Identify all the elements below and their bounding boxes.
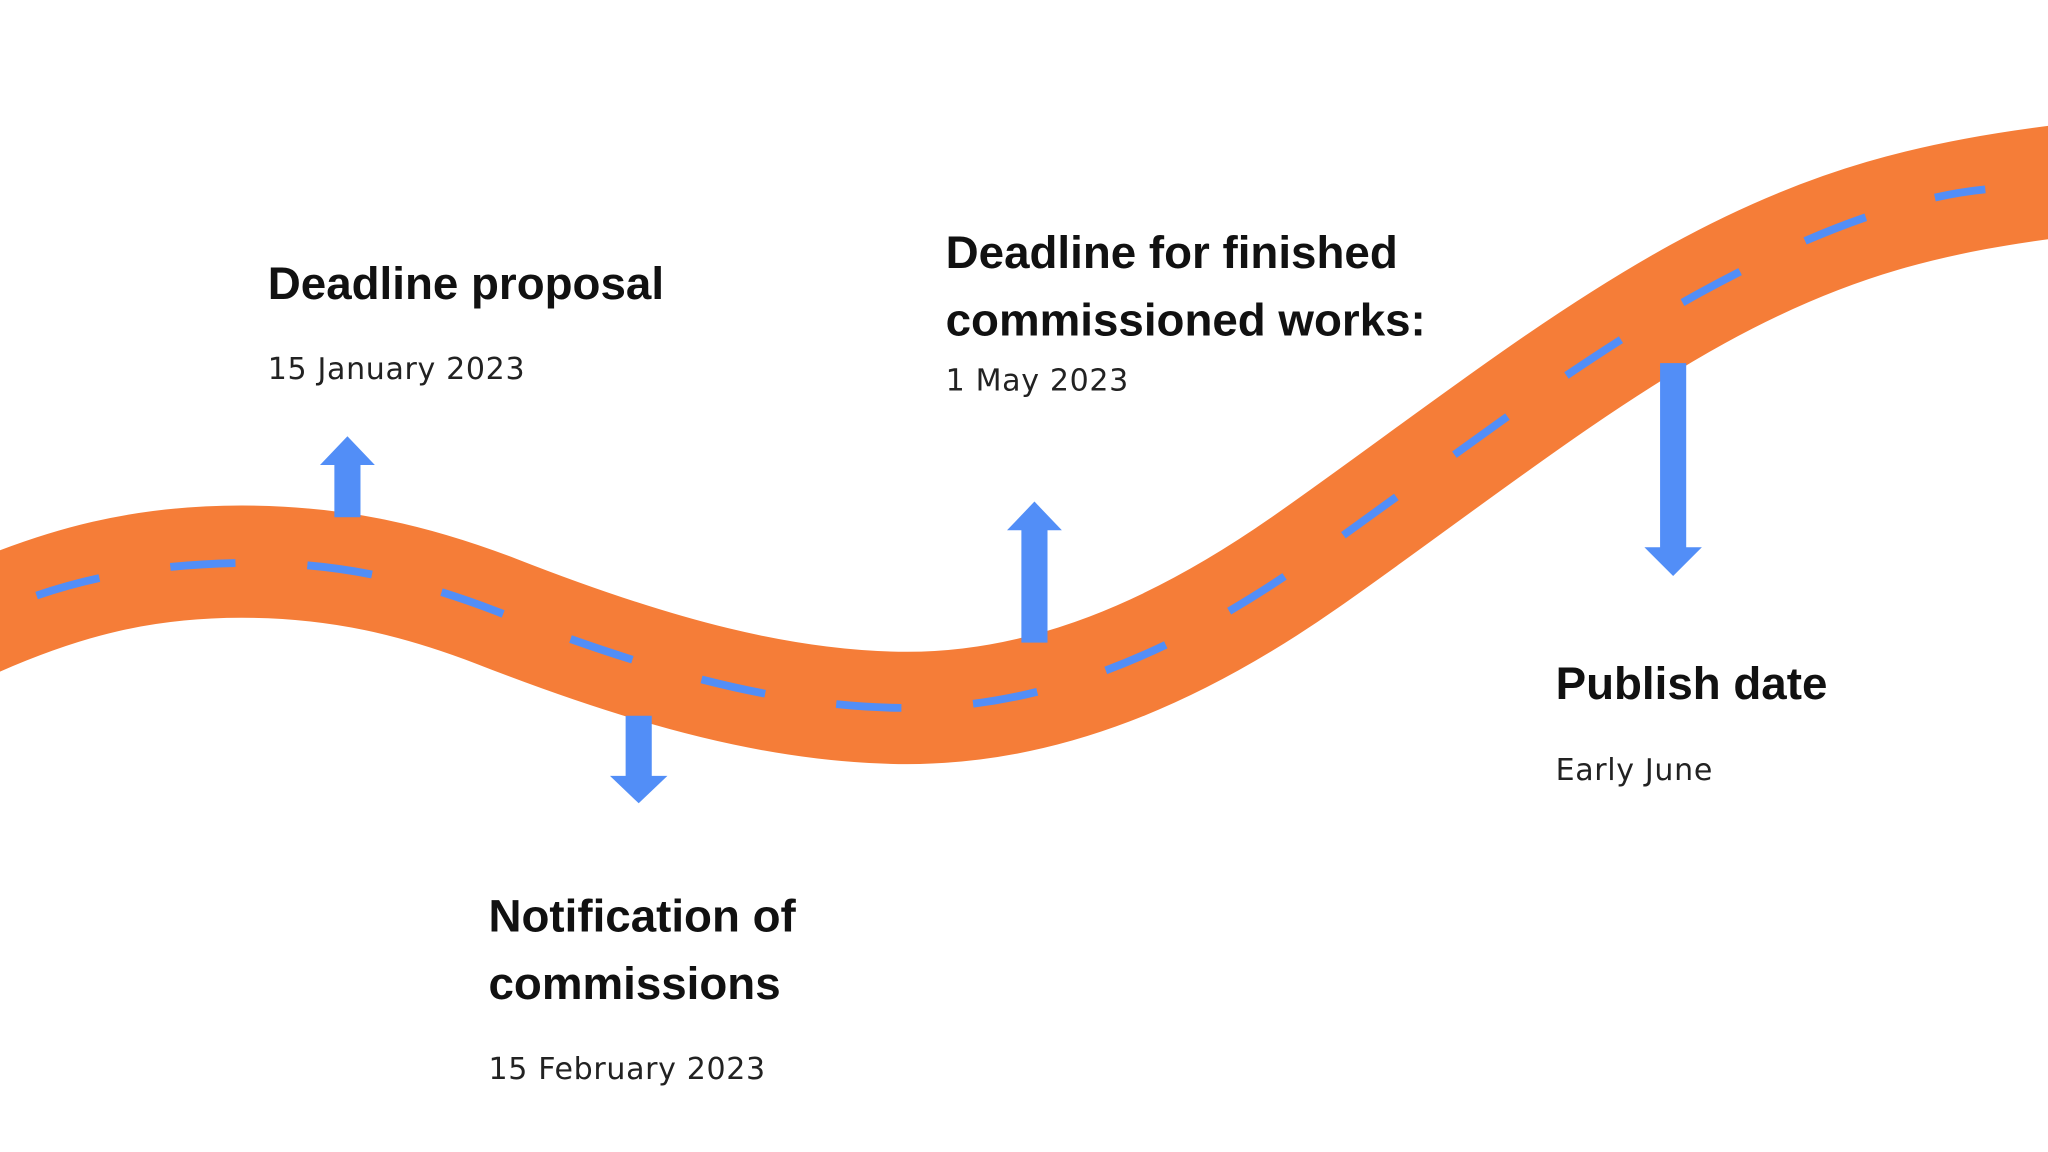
- milestone-title: Deadline proposal: [267, 258, 665, 310]
- arrow-down-icon: [1644, 363, 1702, 576]
- milestone-title: commissions: [488, 958, 781, 1010]
- milestone-date: 1 May 2023: [945, 364, 1129, 399]
- milestone-title: commissioned works:: [945, 295, 1426, 347]
- arrow-up-icon: [319, 436, 375, 518]
- arrow-down-icon: [609, 715, 668, 804]
- milestone-title: Publish date: [1555, 658, 1828, 710]
- milestone-title: Deadline for finished: [945, 227, 1398, 279]
- milestone-date: Early June: [1555, 753, 1713, 788]
- milestone-title: Notification of: [488, 890, 796, 942]
- arrow-up-icon: [1007, 501, 1062, 643]
- milestone-date: 15 January 2023: [267, 352, 526, 387]
- milestone-date: 15 February 2023: [488, 1052, 766, 1087]
- road-center-dashes: [35, 185, 1986, 712]
